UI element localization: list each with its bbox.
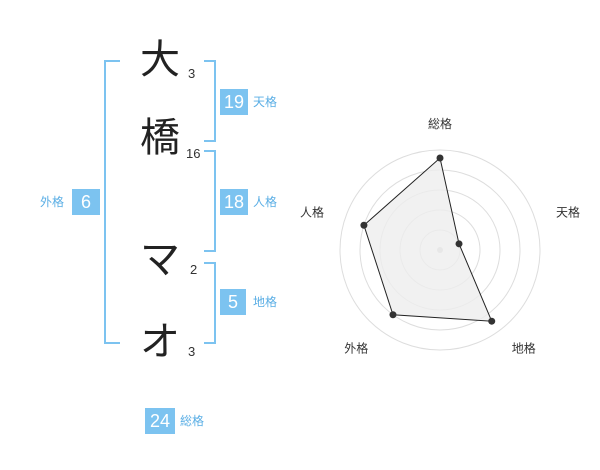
name-char-1: 大 (140, 37, 180, 83)
name-char-3: マ (140, 237, 180, 283)
radar-ring (339, 149, 541, 351)
chikaku-bracket (204, 262, 216, 344)
radar-axis-label: 総格 (428, 116, 452, 131)
soukaku-label: 総格 (180, 414, 205, 428)
radar-point (436, 154, 444, 162)
radar-ring (399, 209, 481, 291)
stroke-count-4: 3 (188, 344, 196, 359)
radar-axis-label: 地格 (512, 341, 536, 356)
radar-ring (379, 189, 501, 311)
jinkaku-value: 18 (220, 189, 248, 215)
radar-point (389, 311, 397, 319)
stroke-count-2: 16 (186, 146, 201, 161)
radar-axis-label: 外格 (344, 341, 368, 356)
radar-axis-label: 天格 (556, 204, 580, 219)
tenkaku-value: 19 (220, 89, 248, 115)
radar-point (360, 221, 368, 229)
gaikaku-label: 外格 (40, 195, 65, 209)
name-char-4: オ (140, 319, 180, 365)
chikaku-label: 地格 (253, 295, 278, 309)
gaikaku-value: 6 (72, 189, 100, 215)
radar-point (455, 240, 463, 248)
radar-ring (359, 169, 521, 331)
chikaku-value: 5 (220, 289, 246, 315)
radar-center (437, 247, 443, 253)
radar-polygon (363, 157, 493, 322)
stroke-count-1: 3 (188, 66, 196, 81)
radar-point (488, 317, 496, 325)
stroke-count-3: 2 (190, 262, 198, 277)
jinkaku-label: 人格 (253, 195, 278, 209)
tenkaku-bracket (204, 60, 216, 142)
gaikaku-bracket (104, 60, 120, 344)
radar-ring (419, 229, 461, 271)
radar-axis-label: 人格 (300, 204, 324, 219)
soukaku-value: 24 (145, 408, 175, 434)
name-char-2: 橋 (140, 115, 180, 161)
jinkaku-bracket (204, 150, 216, 252)
tenkaku-label: 天格 (253, 95, 278, 109)
